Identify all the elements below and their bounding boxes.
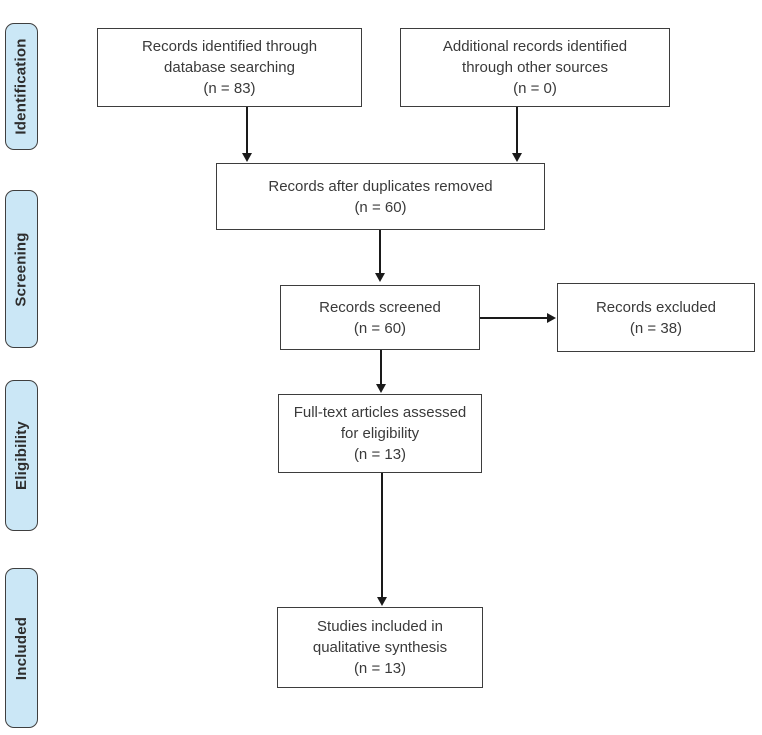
box-duplicates-removed-text: Records after duplicates removed (n = 60… bbox=[268, 177, 493, 216]
box-records-identified-text: Records identified through database sear… bbox=[141, 38, 318, 97]
box-studies-included-text: Studies included in qualitative synthesi… bbox=[312, 618, 448, 677]
arrowhead-down-icon bbox=[241, 153, 252, 162]
stage-label-eligibility-text: Eligibility bbox=[13, 421, 30, 490]
box-records-excluded-text: Records excluded (n = 38) bbox=[595, 298, 717, 337]
arrow-line bbox=[380, 350, 382, 384]
arrowhead-down-icon bbox=[375, 384, 386, 393]
box-records-excluded: Records excluded (n = 38) bbox=[557, 283, 755, 352]
arrow-line bbox=[480, 317, 547, 319]
stage-label-screening: Screening bbox=[5, 190, 38, 348]
arrow-line bbox=[246, 107, 248, 153]
box-fulltext-assessed-text: Full-text articles assessed for eligibil… bbox=[293, 404, 467, 463]
stage-label-included-text: Included bbox=[13, 616, 30, 680]
arrowhead-down-icon bbox=[511, 153, 522, 162]
box-duplicates-removed: Records after duplicates removed (n = 60… bbox=[216, 163, 545, 230]
arrowhead-down-icon bbox=[376, 597, 387, 606]
box-records-identified: Records identified through database sear… bbox=[97, 28, 362, 107]
box-fulltext-assessed: Full-text articles assessed for eligibil… bbox=[278, 394, 482, 473]
box-studies-included: Studies included in qualitative synthesi… bbox=[277, 607, 483, 688]
box-additional-records: Additional records identified through ot… bbox=[400, 28, 670, 107]
box-records-screened-text: Records screened (n = 60) bbox=[319, 298, 441, 337]
arrowhead-down-icon bbox=[374, 273, 385, 282]
stage-label-included: Included bbox=[5, 568, 38, 728]
arrowhead-right-icon bbox=[547, 312, 556, 323]
arrow-line bbox=[516, 107, 518, 153]
arrow-line bbox=[381, 473, 383, 597]
stage-label-identification: Identification bbox=[5, 23, 38, 150]
stage-label-screening-text: Screening bbox=[13, 231, 31, 307]
box-records-screened: Records screened (n = 60) bbox=[280, 285, 480, 350]
stage-label-eligibility: Eligibility bbox=[5, 380, 38, 531]
stage-label-identification-text: Identification bbox=[13, 38, 31, 135]
box-additional-records-text: Additional records identified through ot… bbox=[442, 38, 628, 97]
arrow-line bbox=[379, 230, 381, 273]
